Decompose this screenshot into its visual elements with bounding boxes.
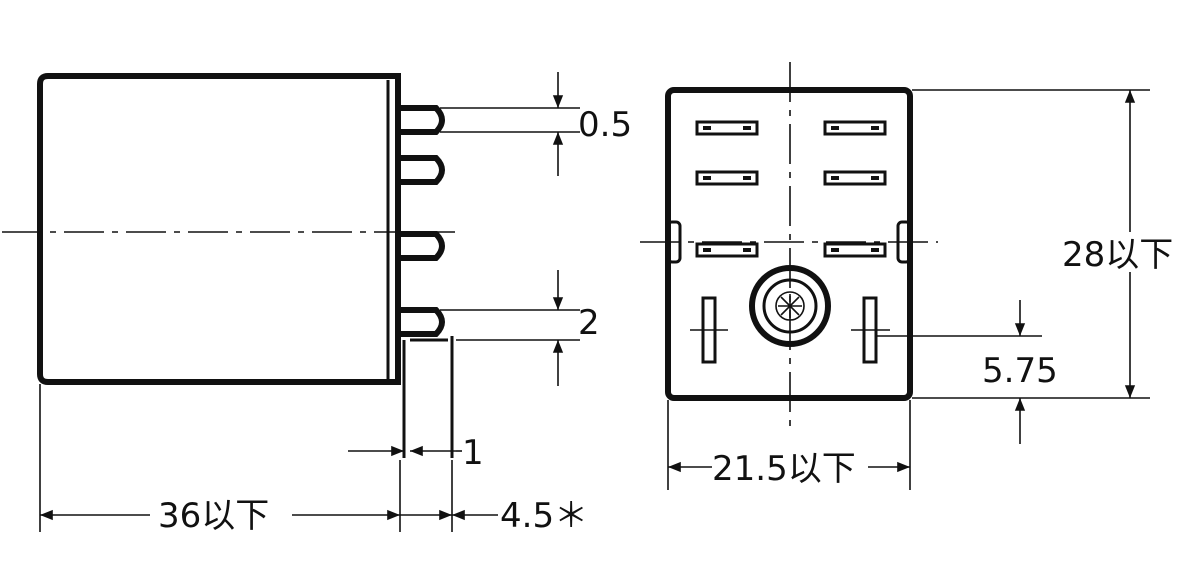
pin-3 bbox=[400, 231, 445, 261]
dim-1: 1 bbox=[348, 433, 484, 473]
dim-pin-thickness-label: 1 bbox=[462, 433, 484, 473]
side-pins bbox=[400, 105, 454, 458]
pin-2 bbox=[400, 155, 445, 185]
dim-height-label: 28以下 bbox=[1062, 235, 1173, 275]
pin-long bbox=[402, 336, 454, 458]
dim-pin-width-label: 0.5 bbox=[578, 105, 632, 145]
slot-6 bbox=[823, 242, 887, 258]
side-view: 0.5 2 1 36以下 4 bbox=[2, 72, 632, 536]
dim-width-label: 21.5以下 bbox=[712, 449, 856, 489]
centre-terminal bbox=[749, 265, 831, 347]
slot-4 bbox=[823, 170, 887, 186]
dim-pin-pitch-label: 2 bbox=[578, 303, 600, 343]
relay-body-outline bbox=[37, 73, 401, 385]
dim-21.5: 21.5以下 bbox=[668, 449, 910, 489]
dim-2: 2 bbox=[440, 270, 600, 386]
dim-4.5: 4.5＊ bbox=[400, 496, 588, 536]
dim-offset-label: 5.75 bbox=[982, 351, 1058, 391]
slot-3 bbox=[695, 170, 759, 186]
dim-28: 28以下 bbox=[1062, 90, 1173, 398]
slot-2 bbox=[823, 120, 887, 136]
dim-36: 36以下 bbox=[39, 496, 400, 536]
bottom-view: 28以下 5.75 21.5以下 bbox=[640, 62, 1173, 490]
horizontal-pin-slots bbox=[695, 120, 887, 258]
dim-length-label: 36以下 bbox=[158, 496, 269, 536]
dim-0.5: 0.5 bbox=[440, 72, 632, 176]
pin-1 bbox=[400, 105, 445, 135]
dim-pin-extension-label: 4.5＊ bbox=[500, 496, 588, 536]
vertical-pin-slots bbox=[690, 296, 890, 364]
dim-5.75: 5.75 bbox=[876, 300, 1058, 444]
slot-5 bbox=[695, 242, 759, 258]
slot-1 bbox=[695, 120, 759, 136]
pin-4 bbox=[400, 307, 445, 337]
